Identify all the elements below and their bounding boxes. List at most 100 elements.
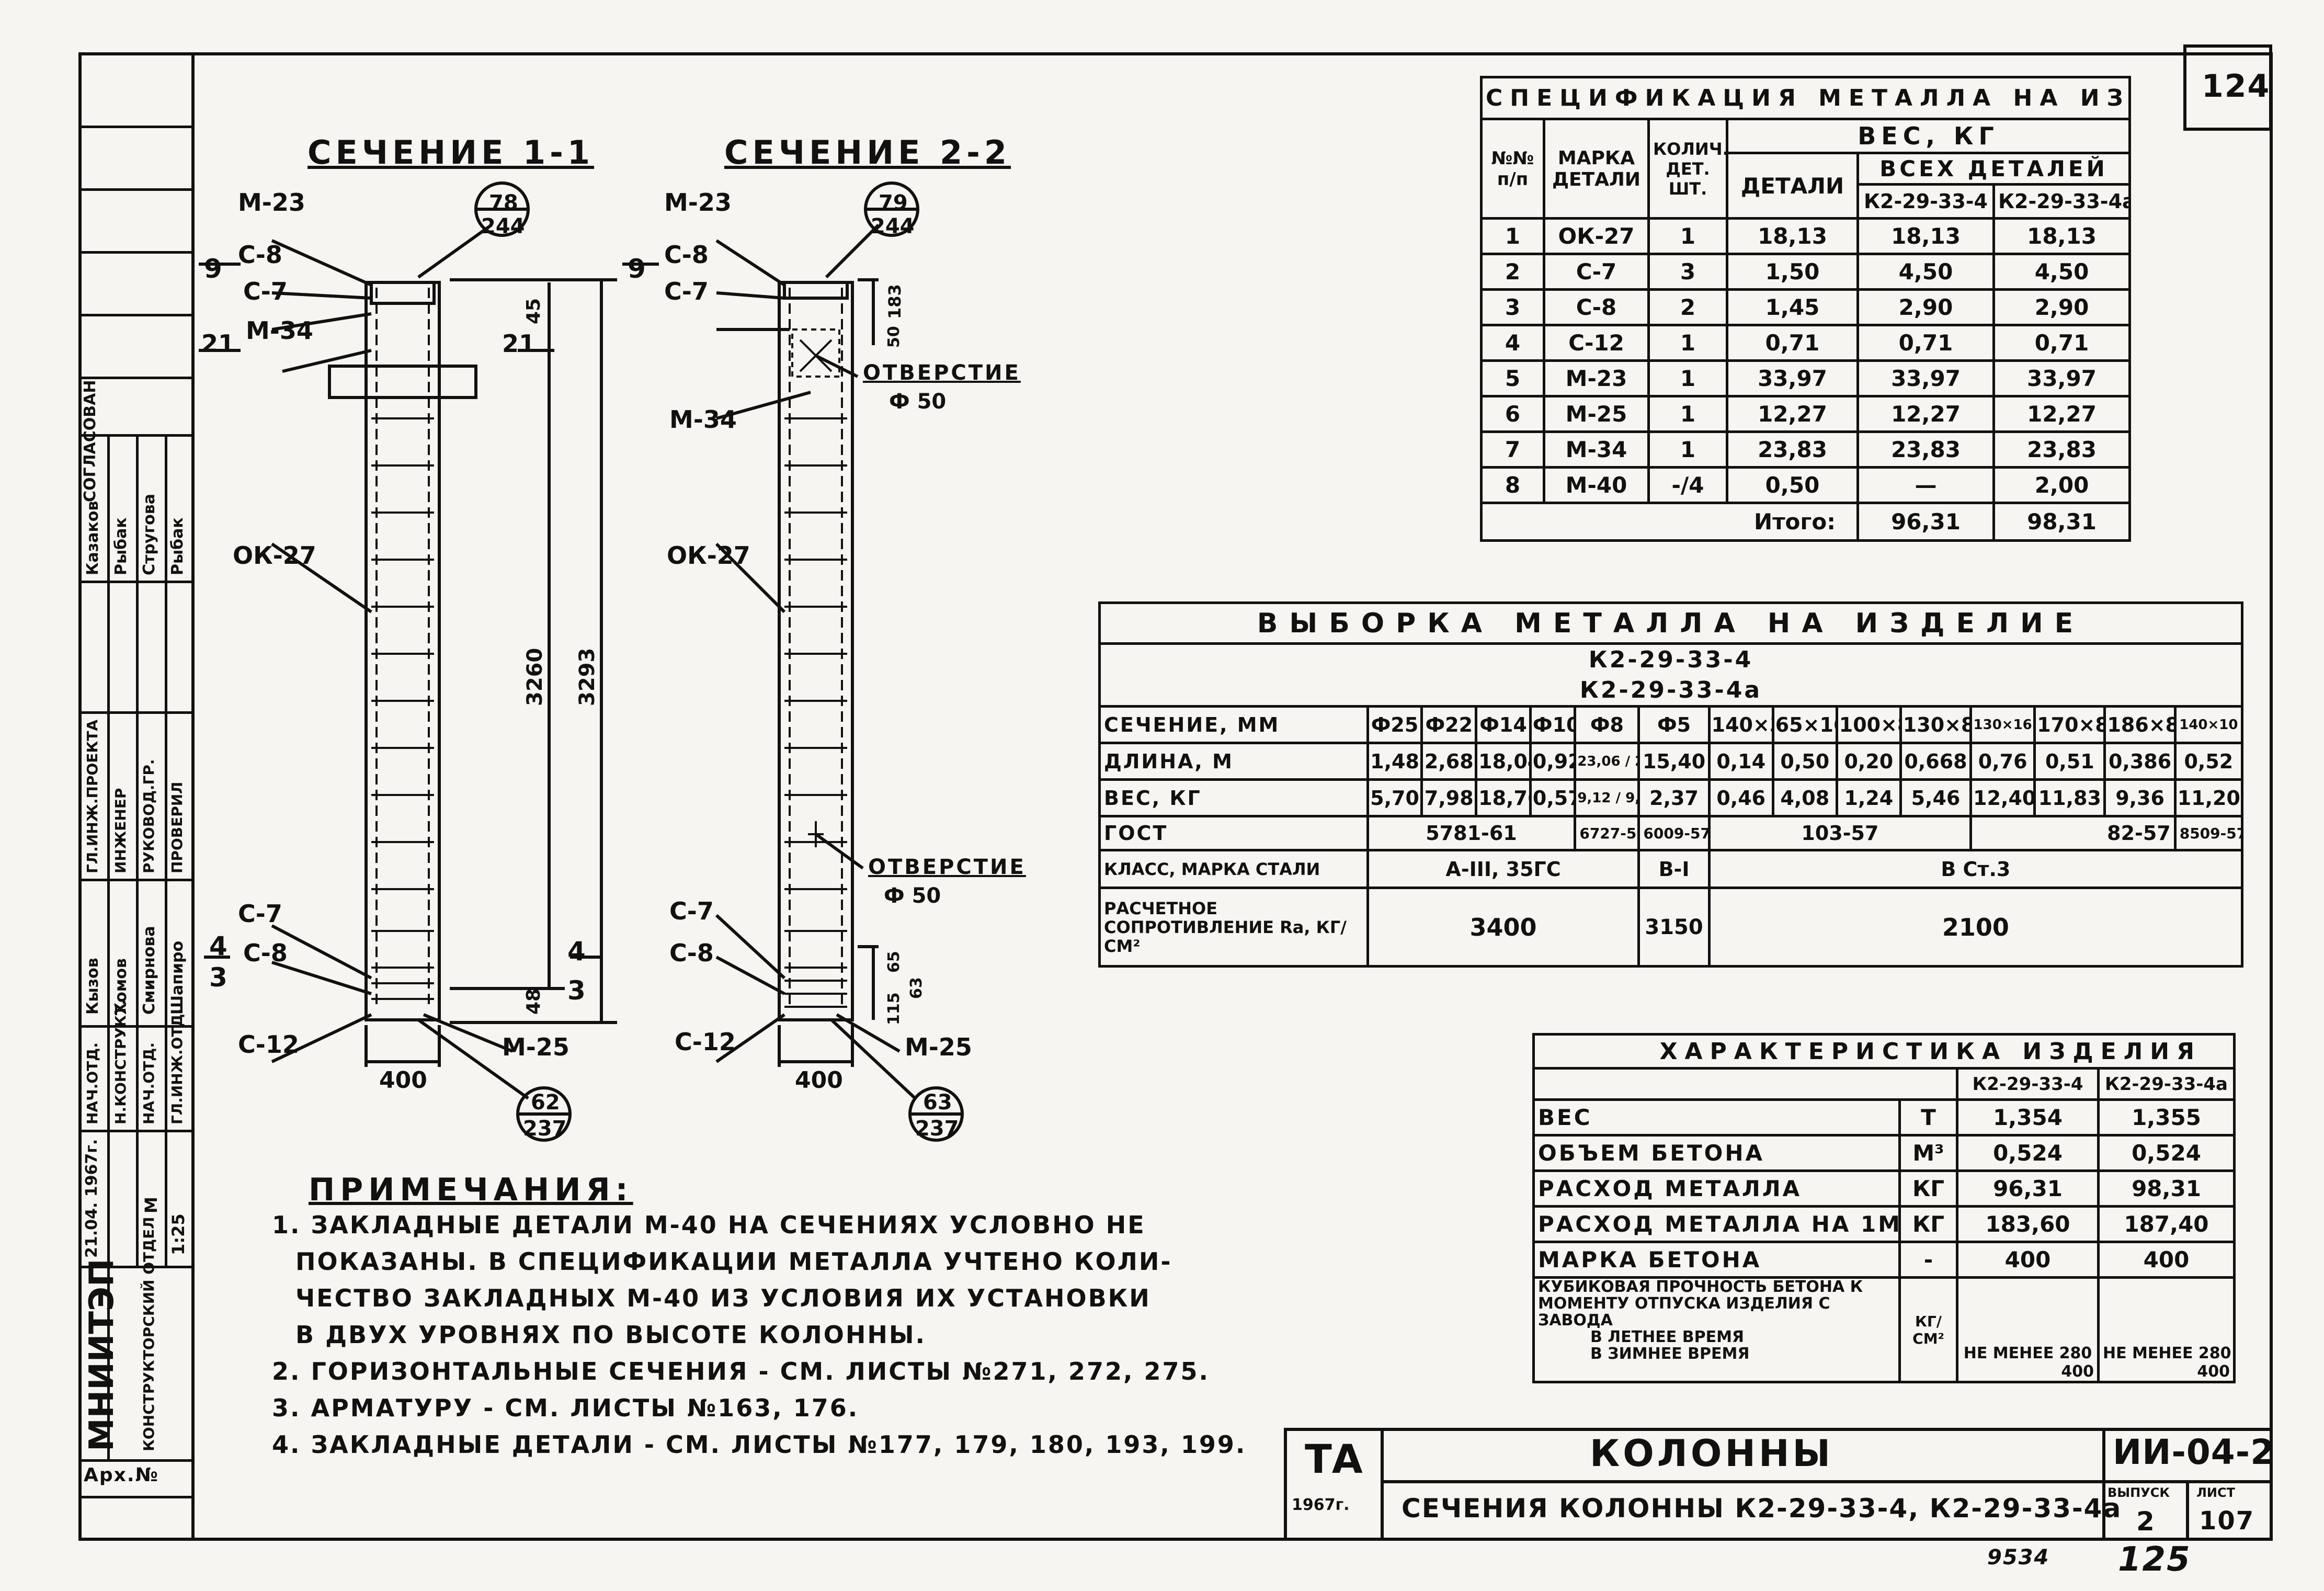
vyb-class-1: А-III, 35ГС xyxy=(1366,849,1641,889)
s1-bubble-top-num: 78 xyxy=(489,191,518,215)
spec-cell: 33,97 xyxy=(1856,359,1995,397)
char-cell: КГ xyxy=(1898,1205,1958,1243)
vyb-lengths-cell: 0,76 xyxy=(1969,742,2036,781)
spec-h-k1: К2-29-33-4 xyxy=(1856,183,1995,220)
char-cell: РАСХОД МЕТАЛЛА НА 1М³ БЕТ. xyxy=(1532,1205,1901,1243)
spec-h-k2: К2-29-33-4а xyxy=(1992,183,2132,220)
vyb-resist-3: 2100 xyxy=(1707,887,2244,968)
s1-cut-4-left: 4 xyxy=(209,931,227,961)
s1-dim-400: 400 xyxy=(379,1067,427,1094)
s1-label-m34: М-34 xyxy=(246,316,313,345)
char-summer: В ЛЕТНЕЕ ВРЕМЯ xyxy=(1590,1328,1745,1346)
agreed-label: СОГЛАСОВАН xyxy=(81,380,99,502)
vyb-sections-cell: Ф10 xyxy=(1529,705,1577,744)
s1-cut-9-left: 9 xyxy=(204,254,222,284)
vyb-r-gost: ГОСТ xyxy=(1098,815,1369,851)
s2-label-c12: С-12 xyxy=(675,1028,736,1056)
char-cell: КГ xyxy=(1898,1169,1958,1208)
spec-cell: 2,00 xyxy=(1992,466,2132,504)
vyb-product: К2-29-33-4 xyxy=(1098,642,2243,675)
char-table: ХАРАКТЕРИСТИКА ИЗДЕЛИЯ К2-29-33-4 К2-29-… xyxy=(1532,1033,2236,1383)
vyb-gost-2: 6727-53 xyxy=(1574,815,1641,851)
s2-dim-63: 63 xyxy=(907,977,926,999)
spec-cell: 1 xyxy=(1647,395,1728,433)
vyb-sections-cell: Ф22 xyxy=(1420,705,1478,744)
stamp-code: ИИ-04-2 xyxy=(2113,1432,2275,1472)
s1-label-m25: М-25 xyxy=(502,1033,569,1061)
section2-drawing xyxy=(715,181,964,1142)
spec-total-label: Итого: xyxy=(1480,502,1859,542)
vyb-sections-cell: Ф5 xyxy=(1637,705,1711,744)
s2-hole-dia-bottom: Ф 50 xyxy=(884,884,941,908)
vyb-sections-cell: 130×8 xyxy=(1899,705,1973,744)
vyb-lengths-cell: 2,68 xyxy=(1420,742,1478,781)
vyb-product2: К2-29-33-4а xyxy=(1098,675,2243,708)
spec-cell: С-8 xyxy=(1543,288,1650,326)
spec-cell: 1 xyxy=(1647,324,1728,362)
name-2: Хомов xyxy=(112,958,130,1015)
spec-h-detail: ДЕТАЛИ xyxy=(1726,152,1859,220)
char-cell: 400 xyxy=(1956,1241,2100,1279)
vyb-gost-4: 103-57 xyxy=(1707,815,1973,851)
s2-hole-dia-top: Ф 50 xyxy=(889,390,947,414)
spec-table: СПЕЦИФИКАЦИЯ МЕТАЛЛА НА ИЗДЕЛИЕ №№ п/п М… xyxy=(1479,76,2132,542)
vyb-lengths-cell: 18,04 xyxy=(1475,742,1532,781)
spec-cell: 6 xyxy=(1480,395,1545,433)
date: 21.04. 1967г. xyxy=(83,1139,101,1258)
section1-title: СЕЧЕНИЕ 1-1 xyxy=(307,133,595,172)
role-3: НАЧ.ОТД. xyxy=(140,1042,157,1124)
scale-value: 1:25 xyxy=(168,1213,188,1255)
s1-dim-45: 45 xyxy=(523,298,544,324)
char-strength-label: КУБИКОВАЯ ПРОЧНОСТЬ БЕТОНА К МОМЕНТУ ОТП… xyxy=(1538,1278,1863,1329)
org-name: МНИИТЭП xyxy=(83,1258,121,1451)
vyb-weights-cell: 1,24 xyxy=(1835,778,1902,817)
vyb-r-length: ДЛИНА, М xyxy=(1098,742,1369,781)
spec-cell: 18,13 xyxy=(1992,217,2132,255)
char-v2-winter: 400 xyxy=(2197,1362,2230,1381)
char-v1-winter: 400 xyxy=(2061,1362,2094,1381)
page-number-bottom: 125 xyxy=(2118,1540,2191,1579)
vyb-sections-cell: 140×3 xyxy=(1707,705,1774,744)
stamp-issue-label: ВЫПУСК xyxy=(2107,1485,2170,1500)
vyb-weights-cell: 4,08 xyxy=(1771,778,1838,817)
char-h-k2: К2-29-33-4а xyxy=(2097,1067,2236,1101)
spec-cell: 23,83 xyxy=(1992,430,2132,469)
name-5: Казаков xyxy=(84,501,102,575)
s1-dim-3293: 3293 xyxy=(575,647,599,706)
stamp-logo: ТА xyxy=(1305,1436,1363,1482)
s2-bubble-top-num: 79 xyxy=(879,191,908,215)
char-cell: ВЕС xyxy=(1532,1098,1901,1137)
page-number-box xyxy=(2183,44,2272,131)
spec-cell: 2 xyxy=(1480,253,1545,291)
spec-cell: ОК-27 xyxy=(1543,217,1650,255)
char-title: ХАРАКТЕРИСТИКА ИЗДЕЛИЯ xyxy=(1532,1033,2236,1070)
spec-cell: М-34 xyxy=(1543,430,1650,469)
s1-bubble-bottom-sheet: 237 xyxy=(523,1117,567,1141)
vyb-lengths-cell: 15,40 xyxy=(1637,742,1711,781)
spec-cell: 33,97 xyxy=(1992,359,2132,397)
spec-cell: 7 xyxy=(1480,430,1545,469)
vyb-sections-cell: Ф14 xyxy=(1475,705,1532,744)
stamp-desc: СЕЧЕНИЯ КОЛОННЫ К2-29-33-4, К2-29-33-4а xyxy=(1402,1493,2122,1524)
name-8: Рыбак xyxy=(168,517,187,575)
vyb-lengths-cell: 0,14 xyxy=(1707,742,1774,781)
char-cell: М³ xyxy=(1898,1134,1958,1172)
s2-label-c7: С-7 xyxy=(664,277,709,305)
name-7: Стругова xyxy=(140,494,158,575)
role-8: ПРОВЕРИЛ xyxy=(168,781,186,873)
char-cell: 187,40 xyxy=(2097,1205,2236,1243)
spec-cell: М-23 xyxy=(1543,359,1650,397)
note-line-6: 3. АРМАТУРУ - СМ. ЛИСТЫ №163, 176. xyxy=(272,1394,859,1422)
char-cell: 0,524 xyxy=(2097,1134,2236,1172)
vyb-weights-cell: 12,40 xyxy=(1969,778,2036,817)
spec-total-k2: 98,31 xyxy=(1992,502,2132,542)
vyborka-table: ВЫБОРКА МЕТАЛЛА НА ИЗДЕЛИЕ К2-29-33-4 К2… xyxy=(1098,601,2244,968)
s1-cut-21-left: 21 xyxy=(201,329,235,358)
s1-cut-3-left: 3 xyxy=(209,962,227,993)
spec-cell: -/4 xyxy=(1647,466,1728,504)
